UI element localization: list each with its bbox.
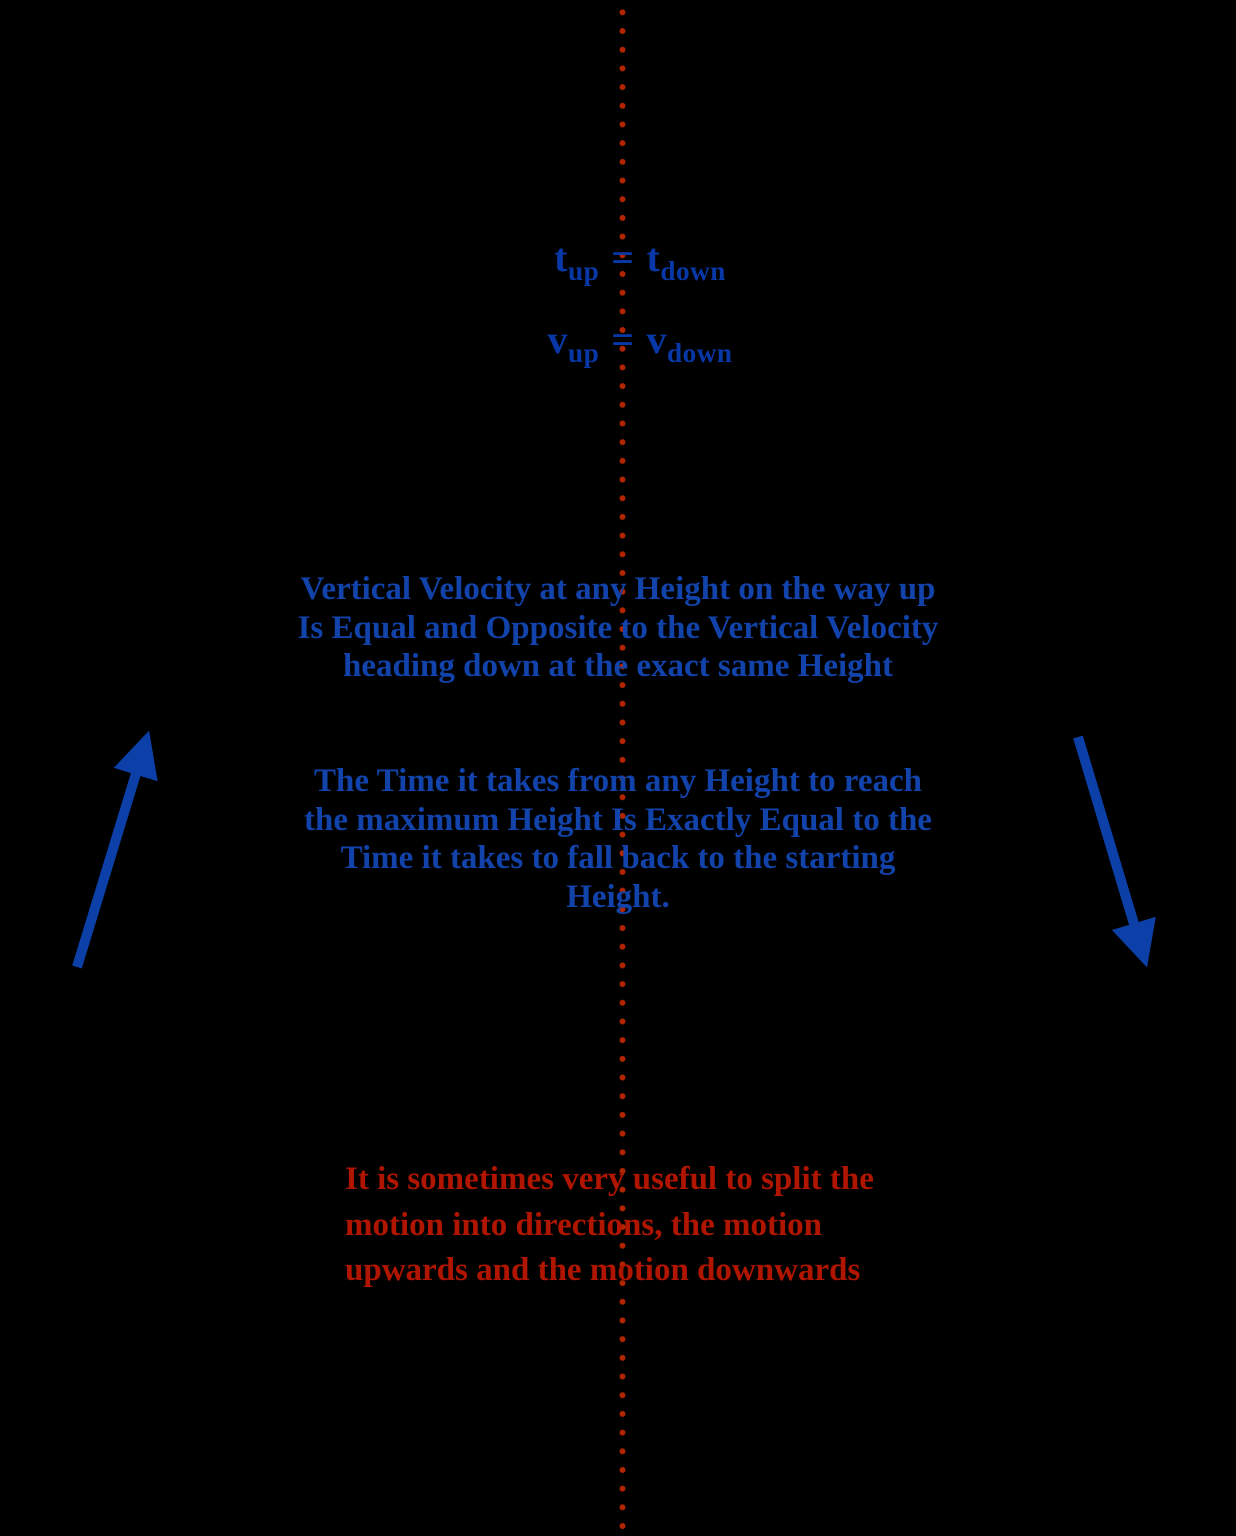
equation-rhs-subscript: down: [667, 338, 733, 368]
statement-line: Height.: [566, 878, 670, 915]
upward-motion-arrow: [72, 730, 158, 969]
statement-line: the maximum Height Is Exactly Equal to t…: [304, 801, 932, 838]
equation-lhs-base: v: [547, 317, 568, 362]
equation-rhs-base: v: [646, 317, 668, 362]
vertical-symmetry-axis-dotted-line: [619, 0, 626, 1536]
statement-line: Time it takes to fall back to the starti…: [340, 840, 896, 876]
downward-arrow-shaft: [1073, 735, 1156, 968]
note-line: motion into directions, the motion: [345, 1206, 822, 1243]
upward-arrow-shaft: [72, 730, 158, 969]
equation-velocity-up-equals-velocity-down: vup=vdown: [22, 316, 1236, 367]
equation-lhs-subscript: up: [567, 256, 600, 286]
equation-rhs-base: t: [646, 235, 661, 280]
downward-motion-arrow: [1073, 735, 1156, 968]
equation-rhs-subscript: down: [660, 256, 726, 286]
statement-line: heading down at the exact same Height: [343, 648, 893, 684]
equation-time-up-equals-time-down: tup=tdown: [22, 234, 1236, 285]
equation-lhs-base: t: [554, 235, 568, 280]
statement-line: The Time it takes from any Height to rea…: [313, 763, 923, 799]
note-line: upwards and the motion downwards: [345, 1252, 861, 1288]
equals-sign: =: [611, 235, 635, 280]
velocity-symmetry-statement: Vertical Velocity at any Height on the w…: [0, 570, 1236, 686]
statement-line: Vertical Velocity at any Height on the w…: [300, 571, 936, 607]
statement-line: Is Equal and Opposite to the Vertical Ve…: [297, 609, 939, 646]
time-symmetry-statement: The Time it takes from any Height to rea…: [0, 762, 1236, 916]
split-motion-note: It is sometimes very useful to split the…: [345, 1157, 985, 1294]
equation-lhs-subscript: up: [567, 338, 600, 368]
note-line: It is sometimes very useful to split the: [345, 1161, 874, 1197]
equals-sign: =: [611, 317, 635, 362]
